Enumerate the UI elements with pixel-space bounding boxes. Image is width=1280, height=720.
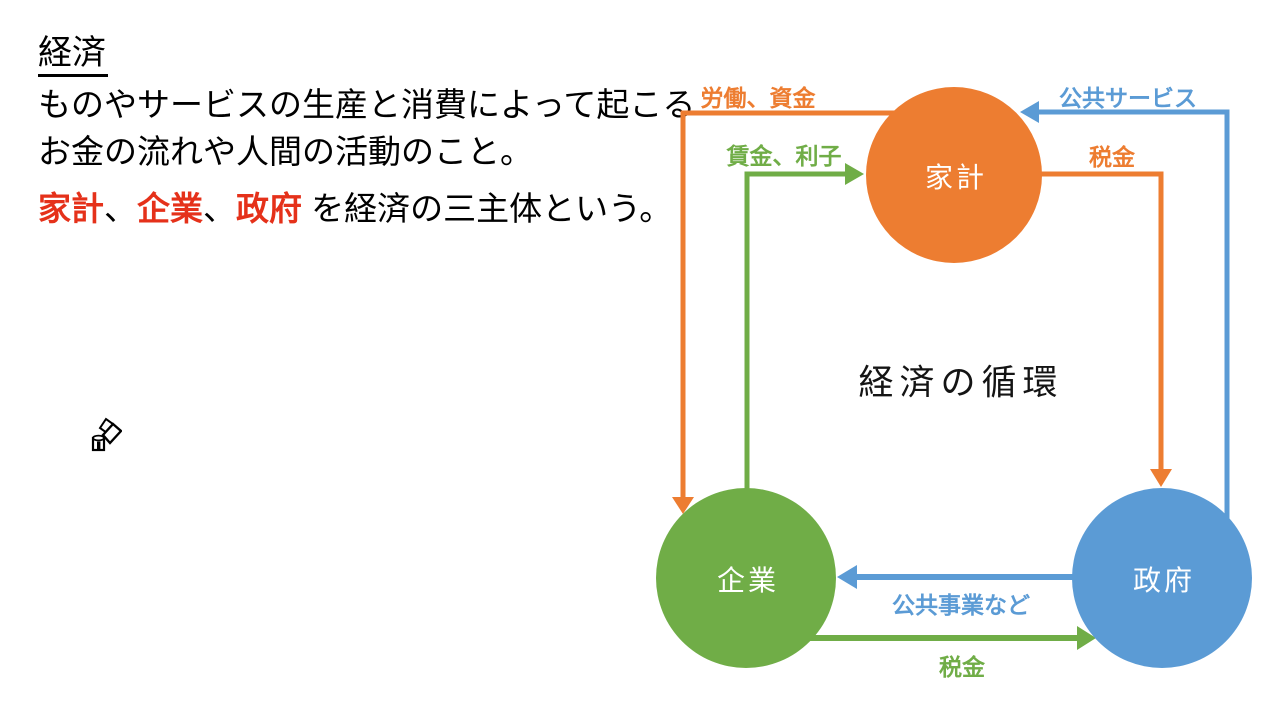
arrow-tax-from-company bbox=[780, 626, 1096, 650]
definition-line-3: 家計、企業、政府 を経済の三主体という。 bbox=[38, 190, 672, 228]
node-label-company: 企業 bbox=[716, 565, 780, 596]
pen-cursor-icon bbox=[91, 417, 122, 452]
flow-label-tax-from-household: 税金 bbox=[1089, 144, 1135, 170]
node-government bbox=[1072, 488, 1252, 668]
arrow-tax-from-household bbox=[1000, 171, 1172, 487]
definition-line-2: お金の流れや人間の活動のこと。 bbox=[38, 133, 533, 170]
arrow-public-works bbox=[837, 565, 1100, 589]
flow-label-public-works: 公共事業など bbox=[892, 592, 1030, 618]
flow-label-public-services: 公共サービス bbox=[1059, 85, 1197, 111]
highlight-term-household: 家計 bbox=[38, 190, 104, 227]
node-label-household: 家計 bbox=[924, 162, 988, 193]
definition-line-1: ものやサービスの生産と消費によって起こる bbox=[38, 86, 696, 123]
definition-line-3-rest: を経済の三主体という。 bbox=[302, 190, 673, 227]
highlight-term-company: 企業 bbox=[137, 190, 203, 227]
arrow-labor-funds bbox=[672, 110, 930, 514]
separator-2: 、 bbox=[203, 190, 236, 227]
highlight-term-government: 政府 bbox=[236, 190, 302, 227]
node-label-government: 政府 bbox=[1132, 565, 1196, 596]
flow-label-labor-funds: 労働、資金 bbox=[700, 85, 816, 111]
flow-label-wages-interest: 賃金、利子 bbox=[726, 143, 842, 169]
separator-1: 、 bbox=[104, 190, 137, 227]
arrow-wages-interest bbox=[744, 163, 864, 510]
node-company bbox=[656, 488, 836, 668]
flow-label-tax-from-company: 税金 bbox=[939, 654, 985, 680]
diagram-center-title: 経済の循環 bbox=[858, 363, 1064, 403]
arrow-public-services bbox=[1020, 101, 1230, 528]
page-title: 経済 bbox=[38, 34, 108, 78]
node-household bbox=[866, 87, 1042, 263]
